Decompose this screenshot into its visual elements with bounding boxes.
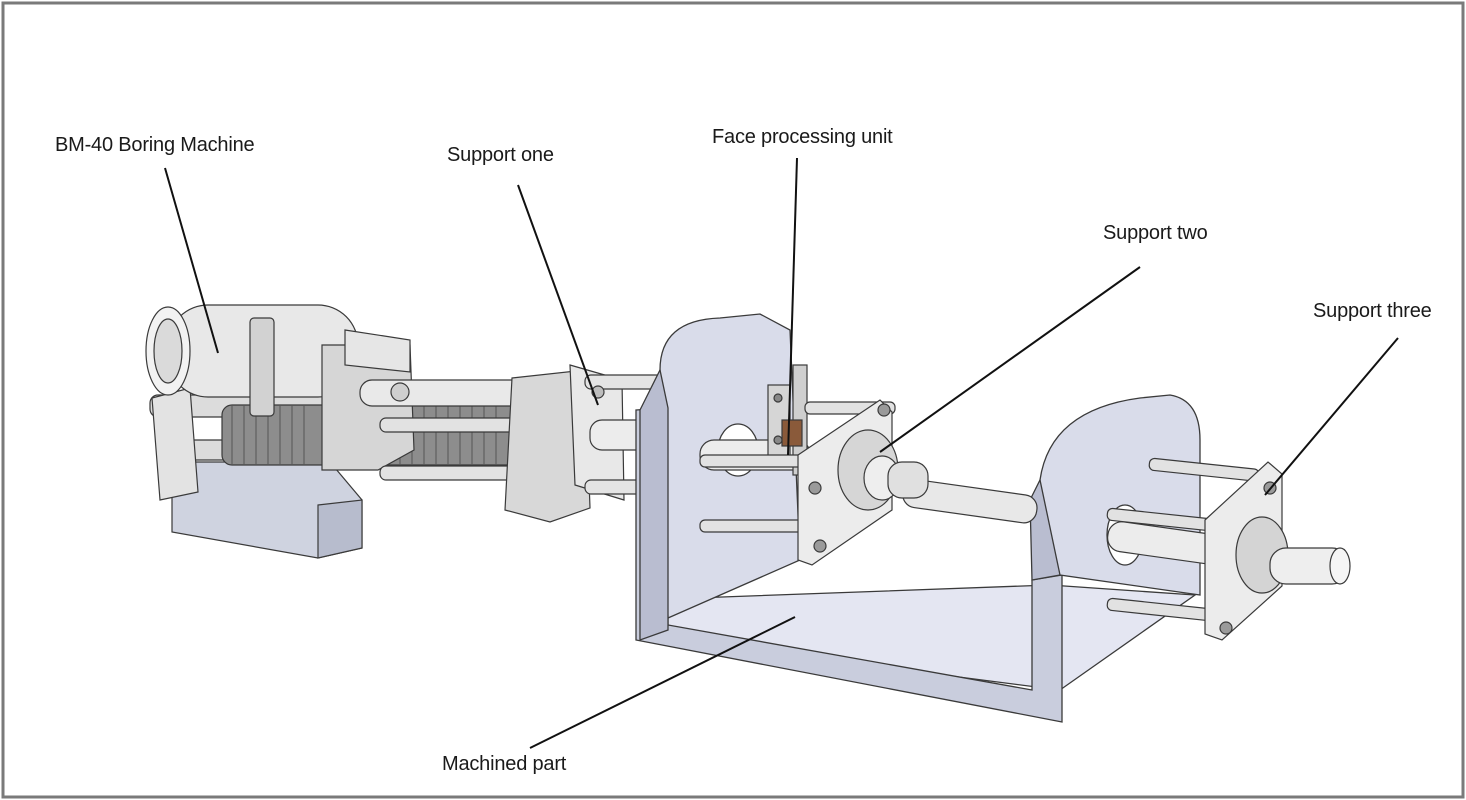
- leader-machined-part: [529, 616, 796, 749]
- leader-support-three: [1264, 337, 1399, 496]
- support-one: [504, 364, 696, 523]
- leader-face-unit: [787, 157, 798, 456]
- leader-support-one: [517, 184, 599, 406]
- label-support-one: Support one: [447, 144, 554, 166]
- label-support-two: Support two: [1103, 222, 1208, 244]
- label-machined-part: Machined part: [442, 753, 567, 775]
- label-boring-machine: BM-40 Boring Machine: [55, 134, 255, 156]
- label-support-three: Support three: [1313, 300, 1432, 322]
- label-face-processing-unit: Face processing unit: [712, 126, 893, 148]
- leader-boring-machine: [164, 167, 219, 354]
- leader-support-two: [879, 266, 1141, 453]
- boring-machine: [145, 304, 551, 559]
- leader-lines: [164, 157, 1399, 749]
- support-three: [1106, 457, 1351, 641]
- face-processing-unit: [767, 364, 808, 476]
- support-two: [699, 399, 929, 566]
